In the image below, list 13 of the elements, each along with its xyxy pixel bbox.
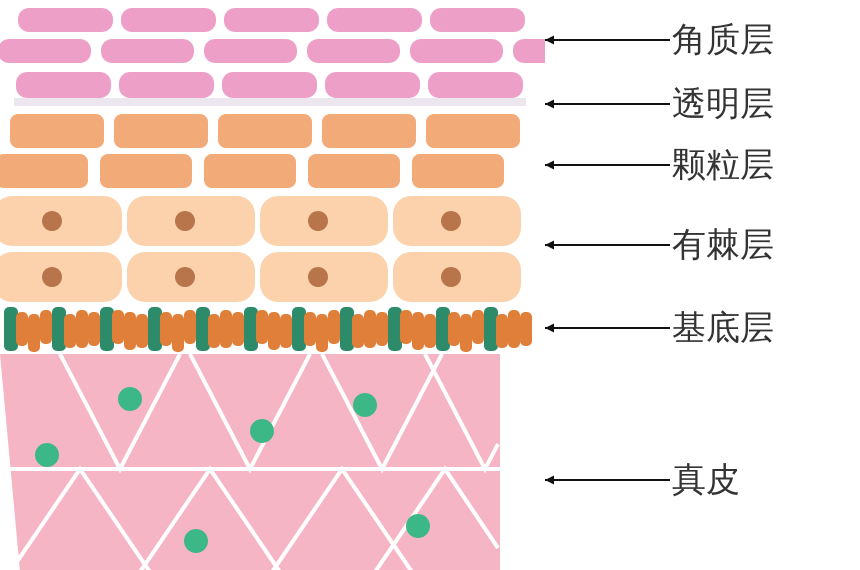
- leader-arrow: [545, 100, 670, 108]
- leader-arrow: [545, 476, 670, 484]
- layer-label: 基底层: [672, 308, 774, 348]
- layer-label: 透明层: [672, 84, 774, 124]
- cell-layer-drawing: [0, 6, 545, 66]
- layer-label: 真皮: [672, 460, 740, 500]
- leader-arrow: [545, 36, 670, 44]
- leader-arrow: [545, 240, 670, 250]
- layer-label: 有棘层: [672, 225, 774, 265]
- leader-arrow: [545, 160, 670, 170]
- layer-label: 角质层: [672, 20, 774, 60]
- layer-label: 颗粒层: [672, 145, 774, 185]
- leader-arrow: [545, 324, 670, 332]
